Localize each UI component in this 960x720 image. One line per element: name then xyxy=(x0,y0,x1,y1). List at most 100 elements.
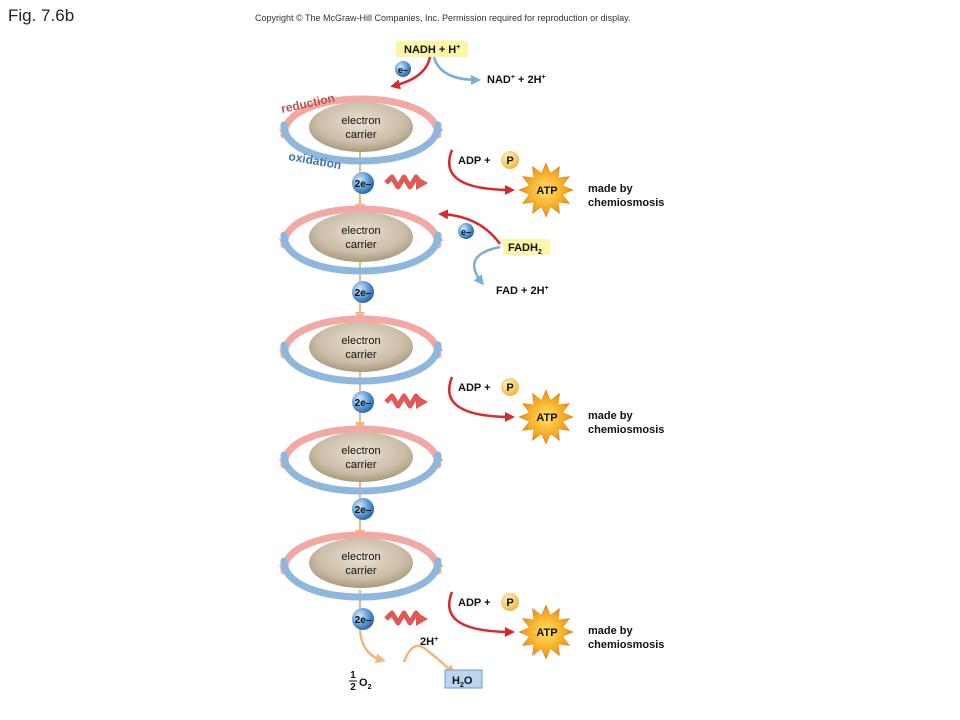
nadh-electron-arrow xyxy=(390,56,432,90)
electron-carrier-1: electron carrier xyxy=(279,95,443,165)
svg-text:e–: e– xyxy=(461,227,471,237)
chemiosmosis-note-line1: made by xyxy=(588,625,634,637)
electron-ball xyxy=(352,391,374,413)
atp-label: ATP xyxy=(536,185,557,197)
electron-carrier-5: electron carrier xyxy=(279,531,443,601)
copyright-notice: Copyright © The McGraw-Hill Companies, I… xyxy=(255,13,631,23)
adp-label: ADP + xyxy=(458,597,491,609)
protons-label: 2H+ xyxy=(420,636,438,648)
carrier-body xyxy=(309,538,413,588)
atp-burst-icon xyxy=(518,604,574,660)
electron-carrier-2: electron carrier xyxy=(279,205,443,275)
electron-ball xyxy=(352,608,374,630)
fadh2-electron: e– xyxy=(458,223,474,239)
svg-text:O2: O2 xyxy=(359,677,372,691)
fad-product: FAD + 2H+ xyxy=(496,285,549,297)
carrier-label-line1: electron xyxy=(341,445,380,457)
oxidation-arrow xyxy=(280,557,443,601)
atp-burst-icon xyxy=(518,389,574,445)
energy-zigzag-icon xyxy=(384,610,422,626)
carrier-label-line1: electron xyxy=(341,335,380,347)
electron-pair-label: 2e– xyxy=(355,179,372,190)
electron-pair-4: 2e– xyxy=(352,498,374,520)
oxidation-arrow xyxy=(280,121,443,165)
chemiosmosis-note-line2: chemiosmosis xyxy=(588,197,664,209)
atp-synthesis-step-1: ADP + P ATP made by chemiosmosis xyxy=(384,149,664,218)
figure-label: Fig. 7.6b xyxy=(8,6,75,25)
carrier-label-line1: electron xyxy=(341,551,380,563)
carrier-body xyxy=(309,322,413,372)
phosphate-icon xyxy=(501,593,519,611)
electron-pair-label: 2e– xyxy=(355,288,372,299)
oxidation-arrow xyxy=(280,451,443,495)
svg-text:H2O: H2O xyxy=(452,675,473,689)
fadh2-box xyxy=(503,239,550,255)
electron-ball xyxy=(352,281,374,303)
carrier-body xyxy=(309,432,413,482)
electron-carrier-4: electron carrier xyxy=(279,425,443,495)
phosphate-icon xyxy=(501,151,519,169)
carrier-label-line2: carrier xyxy=(345,239,377,251)
chemiosmosis-note-line2: chemiosmosis xyxy=(588,639,664,651)
atp-synthesis-step-3: ADP + P ATP made by chemiosmosis xyxy=(384,591,664,660)
fad-product-arrow xyxy=(472,245,501,286)
water-product: H2O xyxy=(444,669,483,689)
phosphate-label: P xyxy=(506,597,513,609)
electron-pair-label: 2e– xyxy=(355,505,372,516)
phosphate-label: P xyxy=(506,155,513,167)
electron-pair-2: 2e– xyxy=(352,281,374,303)
electron-pair-label: 2e– xyxy=(355,398,372,409)
water-formation-arrow xyxy=(402,644,455,675)
carrier-label-line2: carrier xyxy=(345,459,377,471)
reduction-arrow xyxy=(279,425,442,469)
carrier-label-line2: carrier xyxy=(345,129,377,141)
electron-ball xyxy=(352,172,374,194)
chemiosmosis-note-line2: chemiosmosis xyxy=(588,424,664,436)
phosphate-icon xyxy=(501,378,519,396)
energy-arrowhead-icon xyxy=(416,395,428,409)
svg-text:e–: e– xyxy=(398,65,408,75)
fadh2-electron-arrow xyxy=(438,209,502,245)
carrier-label-line1: electron xyxy=(341,225,380,237)
reduction-arrow xyxy=(279,315,442,359)
reduction-arrow xyxy=(279,95,442,139)
nadh-electron: e– xyxy=(395,61,411,77)
svg-text:1: 1 xyxy=(350,670,356,681)
energy-zigzag-icon xyxy=(384,174,422,190)
atp-label: ATP xyxy=(536,412,557,424)
carrier-body xyxy=(309,102,413,152)
electron-pair-5: 2e– xyxy=(352,608,374,630)
atp-synthesis-step-2: ADP + P ATP made by chemiosmosis xyxy=(384,376,664,445)
electron-pair-label: 2e– xyxy=(355,615,372,626)
reduction-arrow xyxy=(279,531,442,575)
oxidation-label: oxidation xyxy=(287,149,342,172)
oxygen-label: 1 2 O2 xyxy=(349,670,372,693)
fadh2-donor: FADH2 xyxy=(503,239,550,256)
energy-arrowhead-icon xyxy=(416,176,428,190)
phosphate-label: P xyxy=(506,382,513,394)
reduction-arrow xyxy=(279,205,442,249)
nadh-box xyxy=(396,41,468,57)
atp-label: ATP xyxy=(536,627,557,639)
nadh-donor: NADH + H+ xyxy=(396,41,468,57)
svg-text:FADH2: FADH2 xyxy=(508,242,542,256)
svg-text:2: 2 xyxy=(350,682,356,693)
electron-pair-3: 2e– xyxy=(352,391,374,413)
energy-arrowhead-icon xyxy=(416,612,428,626)
nad-product: NAD+ + 2H+ xyxy=(487,74,546,86)
oxidation-arrow xyxy=(280,341,443,385)
chemiosmosis-note-line1: made by xyxy=(588,183,634,195)
adp-label: ADP + xyxy=(458,155,491,167)
carrier-label-line1: electron xyxy=(341,115,380,127)
chemiosmosis-note-line1: made by xyxy=(588,410,634,422)
carrier-label-line2: carrier xyxy=(345,565,377,577)
atp-formation-arrow xyxy=(447,591,515,637)
oxidation-arrow xyxy=(280,231,443,275)
electron-ball xyxy=(352,498,374,520)
svg-text:NADH + H+: NADH + H+ xyxy=(404,44,460,56)
adp-label: ADP + xyxy=(458,382,491,394)
nad-product-arrow xyxy=(432,56,481,85)
energy-zigzag-icon xyxy=(384,393,422,409)
